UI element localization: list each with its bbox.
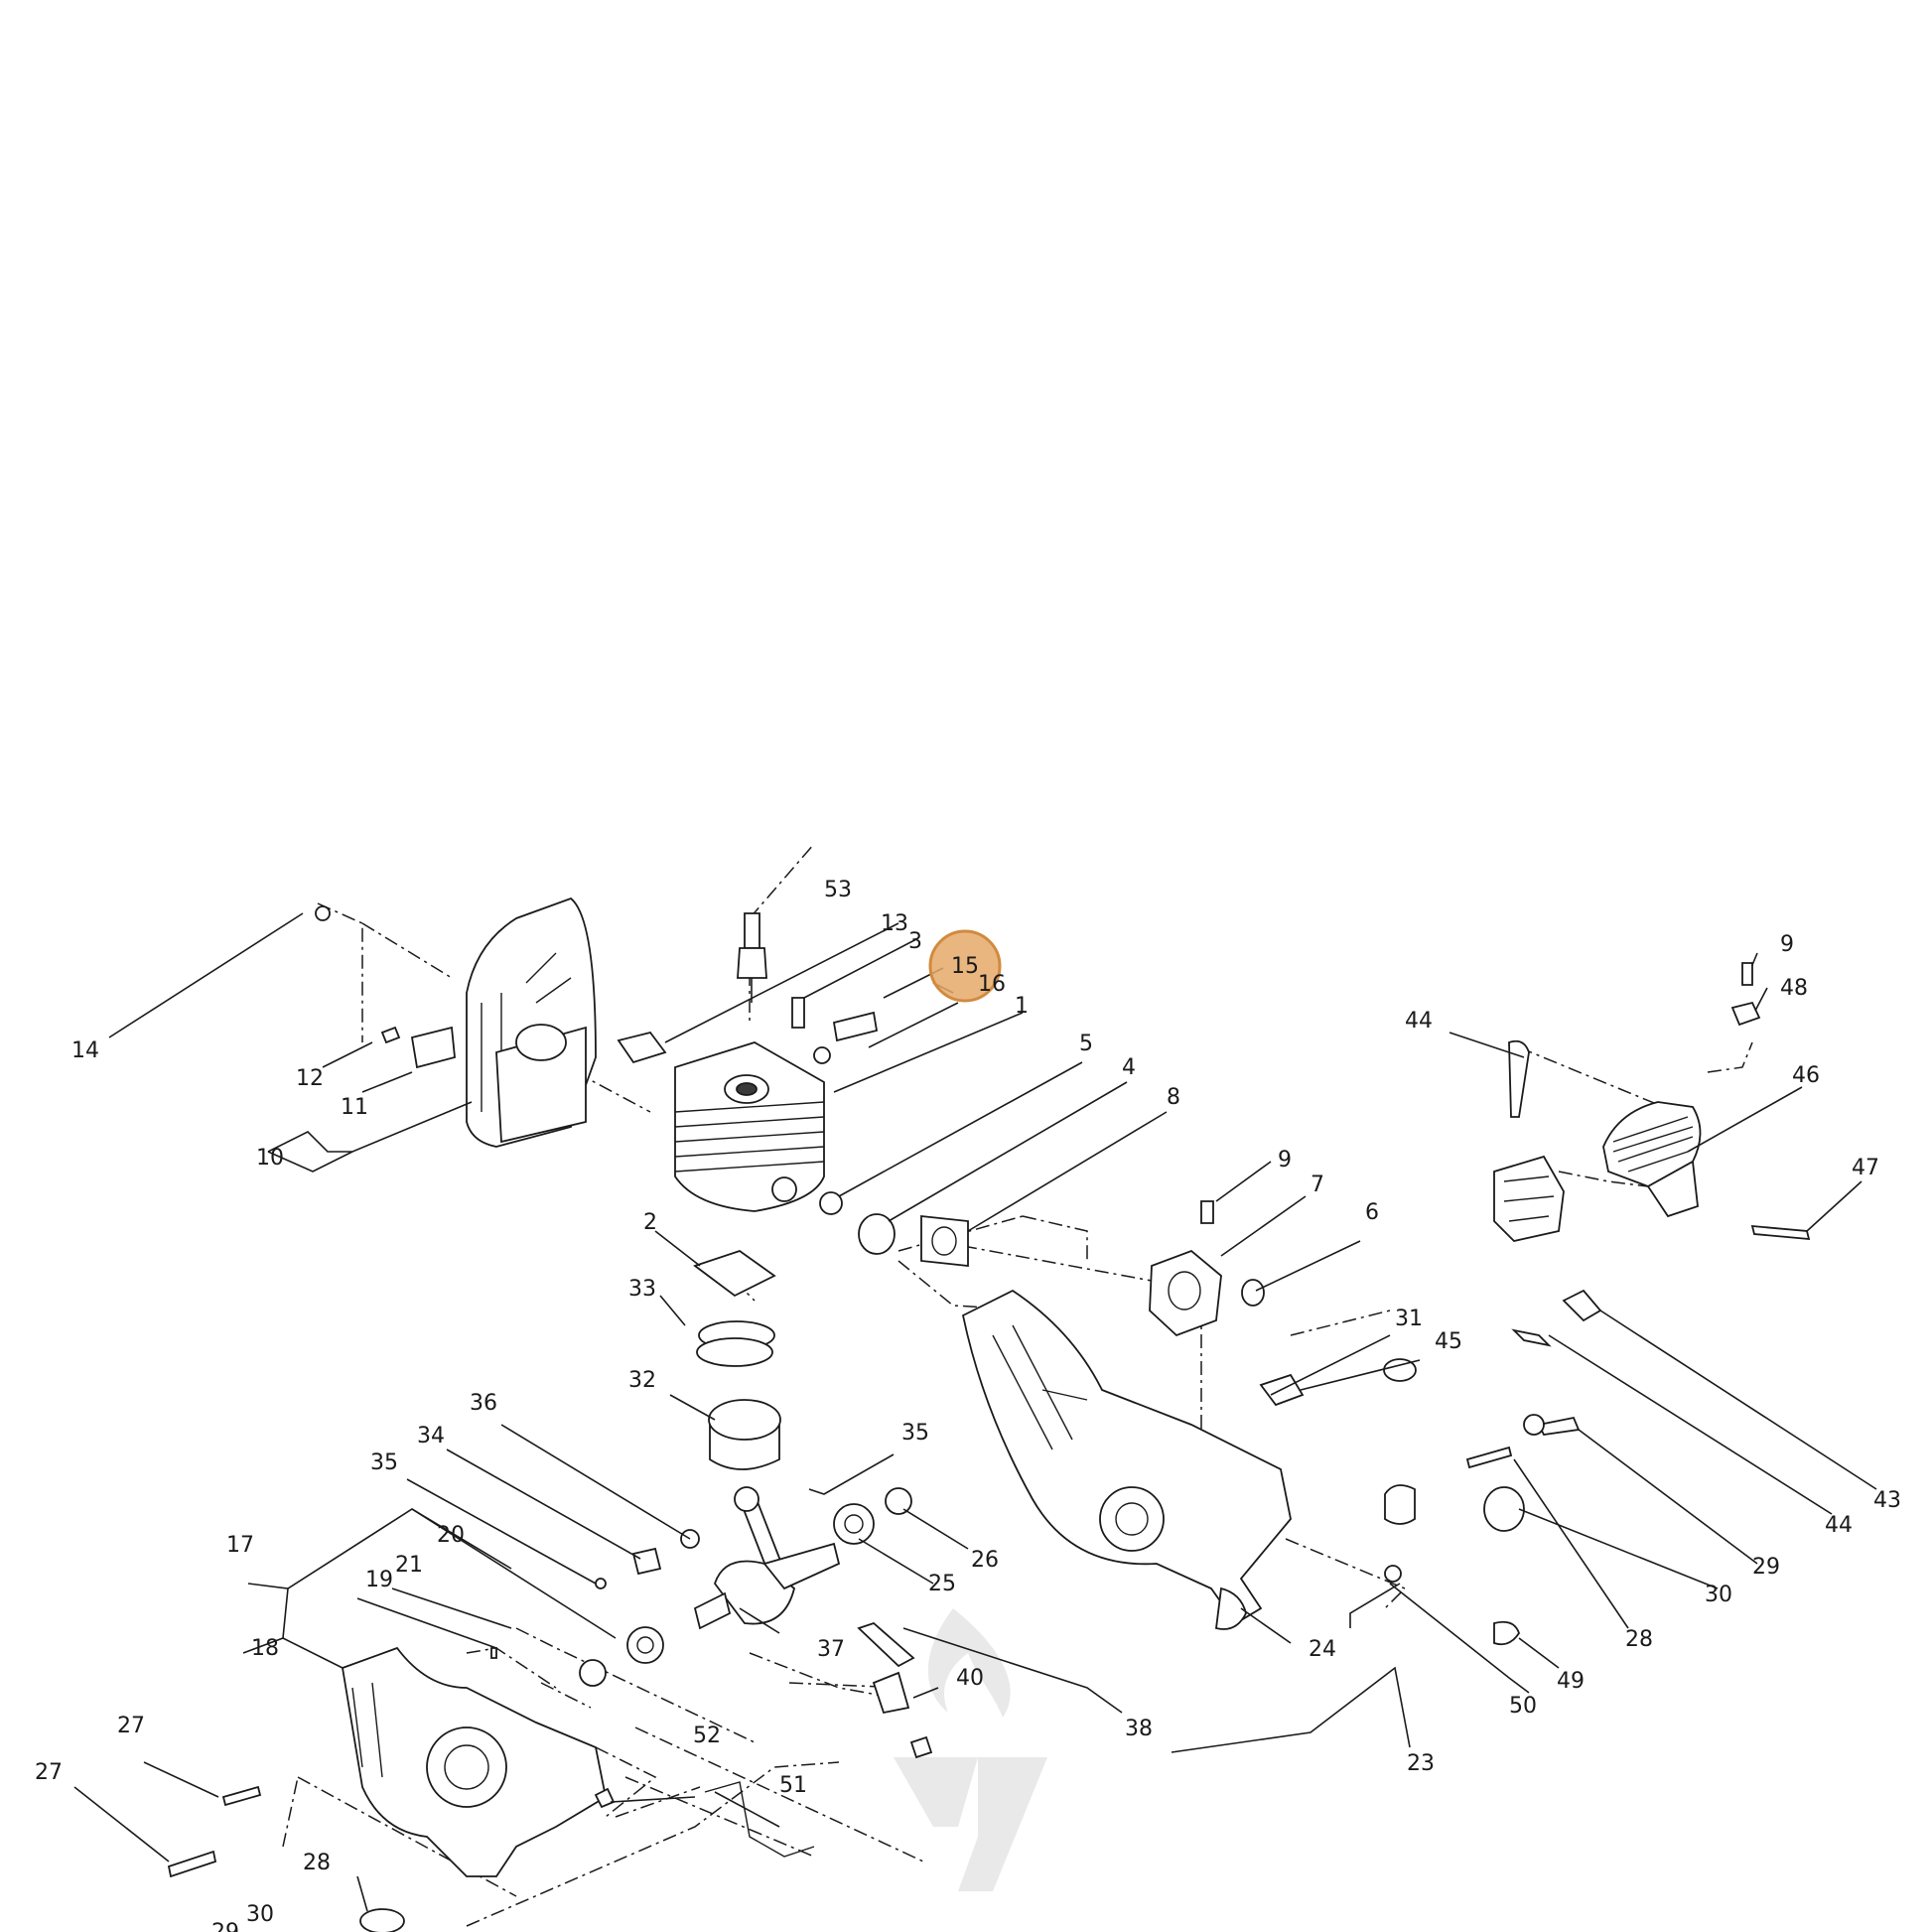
callout-5[interactable]: 5 (1079, 1032, 1093, 1056)
callout-31[interactable]: 31 (1395, 1307, 1423, 1331)
callout-27-upper[interactable]: 27 (117, 1714, 145, 1738)
highlight-marker[interactable] (928, 929, 1002, 1003)
callout-12[interactable]: 12 (296, 1066, 324, 1091)
callout-50[interactable]: 50 (1509, 1694, 1537, 1719)
callout-labels: 53 13 3 15 16 1 5 4 8 14 12 11 10 2 33 3… (35, 878, 1901, 1932)
callout-30-left[interactable]: 30 (246, 1902, 274, 1927)
callout-25[interactable]: 25 (928, 1572, 956, 1596)
callout-44-lower[interactable]: 44 (1825, 1513, 1853, 1538)
callout-35-left[interactable]: 35 (370, 1450, 398, 1475)
callout-29-left[interactable]: 29 (211, 1920, 239, 1932)
callout-9-filter[interactable]: 9 (1780, 932, 1794, 957)
callout-3[interactable]: 3 (908, 929, 922, 954)
part-muffler (466, 897, 597, 1148)
callout-52[interactable]: 52 (693, 1724, 721, 1748)
part-piston (696, 1320, 781, 1470)
callout-8[interactable]: 8 (1167, 1085, 1180, 1110)
part-crankcase-right (961, 1289, 1292, 1630)
callout-36[interactable]: 36 (470, 1391, 497, 1416)
callout-7[interactable]: 7 (1311, 1173, 1324, 1197)
callout-13[interactable]: 13 (881, 911, 908, 936)
callout-17[interactable]: 17 (226, 1533, 254, 1558)
callout-43[interactable]: 43 (1873, 1488, 1901, 1513)
part-spark-plug (737, 912, 767, 1003)
callout-49[interactable]: 49 (1557, 1669, 1585, 1694)
callout-21[interactable]: 21 (395, 1553, 423, 1578)
callout-37[interactable]: 37 (817, 1637, 845, 1662)
callout-19[interactable]: 19 (365, 1568, 393, 1592)
part-gaskets-and-seals (617, 1031, 969, 1298)
part-crankshaft (595, 1486, 841, 1630)
callout-46[interactable]: 46 (1792, 1063, 1820, 1088)
callout-9-manifold[interactable]: 9 (1278, 1148, 1292, 1173)
callout-34[interactable]: 34 (417, 1424, 445, 1449)
leader-lines (73, 912, 1877, 1912)
callout-26[interactable]: 26 (971, 1548, 999, 1573)
callout-16[interactable]: 16 (978, 972, 1006, 997)
callout-53[interactable]: 53 (824, 878, 852, 902)
part-carburetor (1493, 1155, 1565, 1242)
part-intake-manifold (1149, 1200, 1265, 1337)
callout-27-lower[interactable]: 27 (35, 1760, 63, 1785)
callout-1[interactable]: 1 (1015, 994, 1029, 1019)
callout-11[interactable]: 11 (341, 1095, 368, 1120)
callout-32[interactable]: 32 (628, 1368, 656, 1393)
callout-18[interactable]: 18 (251, 1636, 279, 1661)
callout-45[interactable]: 45 (1435, 1329, 1462, 1354)
callout-35-right[interactable]: 35 (901, 1421, 929, 1446)
callout-30-right[interactable]: 30 (1705, 1583, 1732, 1607)
part-bearings (579, 1487, 912, 1687)
part-cylinder-bolt (791, 997, 805, 1029)
callout-24[interactable]: 24 (1309, 1637, 1336, 1662)
watermark-logo (894, 1608, 1047, 1891)
part-cylinder (674, 1041, 825, 1212)
part-air-filter (1602, 1101, 1702, 1218)
callout-15[interactable]: 15 (951, 954, 979, 979)
callout-51[interactable]: 51 (779, 1773, 807, 1798)
callout-6[interactable]: 6 (1365, 1200, 1379, 1225)
callout-28-left[interactable]: 28 (303, 1851, 331, 1875)
callout-47[interactable]: 47 (1852, 1156, 1879, 1180)
part-crankcase-left (341, 1646, 608, 1877)
callout-38[interactable]: 38 (1125, 1717, 1153, 1741)
part-decompression-valve (813, 1011, 879, 1064)
callout-44-upper[interactable]: 44 (1405, 1009, 1433, 1034)
callout-4[interactable]: 4 (1122, 1055, 1136, 1080)
callout-10[interactable]: 10 (256, 1146, 284, 1171)
callout-48[interactable]: 48 (1780, 976, 1808, 1001)
callout-20[interactable]: 20 (437, 1523, 465, 1548)
callout-2[interactable]: 2 (643, 1210, 657, 1235)
callout-29-right[interactable]: 29 (1752, 1555, 1780, 1580)
callout-40[interactable]: 40 (956, 1666, 984, 1691)
callout-28-right[interactable]: 28 (1625, 1627, 1653, 1652)
callout-33[interactable]: 33 (628, 1277, 656, 1302)
callout-23[interactable]: 23 (1407, 1751, 1435, 1776)
callout-14[interactable]: 14 (71, 1038, 99, 1063)
